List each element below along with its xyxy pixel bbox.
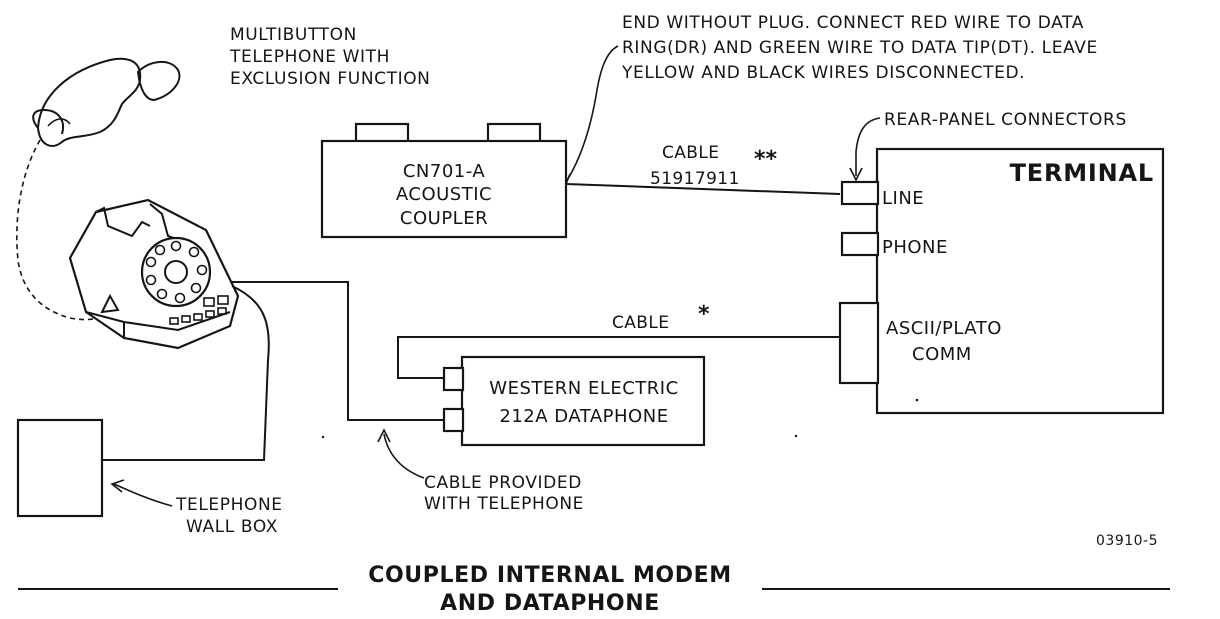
coupler-label-line3: COUPLER xyxy=(400,208,488,229)
wall-box-label-line2: WALL BOX xyxy=(186,517,278,537)
dataphone-label-line2: 212A DATAPHONE xyxy=(499,406,668,427)
comm-connector-label-line1: ASCII/PLATO xyxy=(886,318,1002,339)
phone-label-line3: EXCLUSION FUNCTION xyxy=(230,69,431,89)
telephone-wall-box xyxy=(16,418,104,518)
cable-comm xyxy=(397,336,840,379)
note-arrow-icon xyxy=(565,45,619,183)
comm-connector-label-line2: COMM xyxy=(912,344,972,365)
rear-panel-label: REAR-PANEL CONNECTORS xyxy=(884,110,1127,130)
caption-line2: AND DATAPHONE xyxy=(440,591,660,616)
cable-mid-mark: * xyxy=(698,302,710,327)
wall-box-arrow-icon xyxy=(113,483,173,507)
note-line2: RING(DR) AND GREEN WIRE TO DATA TIP(DT).… xyxy=(622,38,1098,58)
cable-phone-dataphone xyxy=(232,281,444,421)
phone-label-line1: MULTIBUTTON xyxy=(230,25,357,45)
coupler-label-line2: ACOUSTIC xyxy=(396,184,492,205)
cable-51917911 xyxy=(565,183,841,195)
rear-panel-arrow-icon xyxy=(855,117,881,176)
cable-provided-arrow-icon xyxy=(383,433,425,479)
acoustic-coupler: CN701-A ACOUSTIC COUPLER xyxy=(320,122,568,239)
line-connector xyxy=(840,180,880,206)
cable-top-label: CABLE xyxy=(662,143,719,163)
telephone-handset-icon xyxy=(32,57,181,147)
phone-connector xyxy=(840,231,880,257)
line-connector-label: LINE xyxy=(882,188,924,209)
telephone-base-icon xyxy=(68,198,240,350)
cable-top-part: 51917911 xyxy=(650,169,740,189)
caption-line1: COUPLED INTERNAL MODEM xyxy=(368,563,731,588)
wall-box-label-line1: TELEPHONE xyxy=(175,495,283,515)
note-line3: YELLOW AND BLACK WIRES DISCONNECTED. xyxy=(621,63,1025,83)
cable-provided-line2: WITH TELEPHONE xyxy=(424,494,584,514)
cable-mid-label: CABLE xyxy=(612,313,669,333)
cable-top-mark: ** xyxy=(754,147,778,172)
comm-connector xyxy=(838,301,880,385)
rotary-dial-icon xyxy=(140,236,212,308)
phone-connector-label: PHONE xyxy=(882,237,948,258)
figure-number: 03910-5 xyxy=(1096,533,1158,549)
note-line1: END WITHOUT PLUG. CONNECT RED WIRE TO DA… xyxy=(622,13,1084,33)
dataphone-label-line1: WESTERN ELECTRIC xyxy=(489,378,678,399)
terminal: TERMINAL LINE PHONE ASCII/PLATO COMM xyxy=(838,147,1165,415)
cable-provided-line1: CABLE PROVIDED xyxy=(424,473,582,493)
phone-label-line2: TELEPHONE WITH xyxy=(229,47,390,67)
dataphone: WESTERN ELECTRIC 212A DATAPHONE xyxy=(442,355,706,447)
telephone-icon xyxy=(16,57,240,350)
cable-phone-wallbox xyxy=(102,285,270,461)
terminal-title: TERMINAL xyxy=(1010,159,1154,187)
coupler-label-line1: CN701-A xyxy=(403,161,485,182)
